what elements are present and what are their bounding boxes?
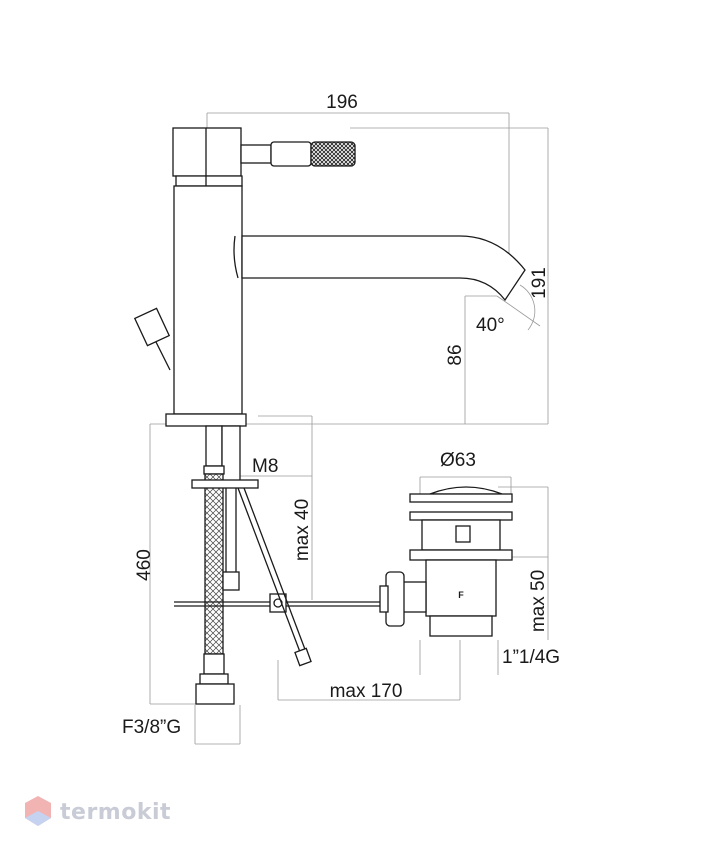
faucet-head xyxy=(172,127,356,187)
mounting-plate xyxy=(191,479,259,489)
dim-max-40: max 40 xyxy=(292,499,313,561)
pull-rod xyxy=(174,487,384,667)
dim-max-50: max 50 xyxy=(528,570,549,632)
brand-logo-icon xyxy=(25,796,51,826)
dim-191: 191 xyxy=(529,267,550,299)
supply-hose xyxy=(191,425,259,705)
dim-40-degree: 40° xyxy=(476,315,505,336)
dim-86: 86 xyxy=(445,344,466,365)
dim-max-170: max 170 xyxy=(330,681,403,702)
dim-thread-f38: F3/8”G xyxy=(122,717,181,738)
dim-diam-63: Ø63 xyxy=(440,450,476,471)
knurled-handle xyxy=(310,141,356,167)
dimension-lines xyxy=(149,112,549,745)
dim-thread-114: 1”1/4G xyxy=(502,647,560,668)
dim-196: 196 xyxy=(326,92,358,113)
drain-waste xyxy=(379,486,513,637)
dim-460: 460 xyxy=(134,549,155,581)
faucet-body xyxy=(133,185,247,427)
faucet-spout xyxy=(233,235,526,302)
dimension-labels: 196 191 86 40° M8 Ø63 max 40 460 max 50 … xyxy=(122,92,560,738)
dim-m8: M8 xyxy=(252,456,278,477)
valve-mark: F xyxy=(458,590,464,600)
brand-name: termokit xyxy=(60,800,172,825)
